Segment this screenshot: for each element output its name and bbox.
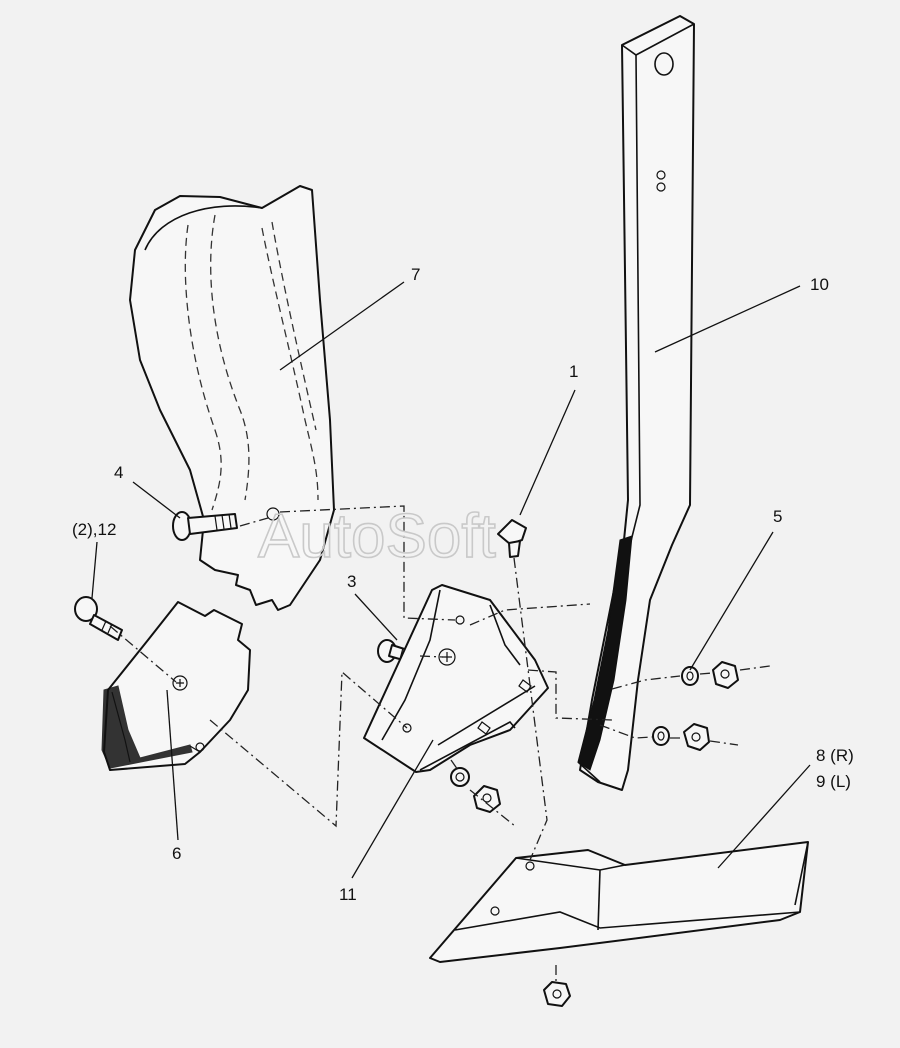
part-10-shank (577, 15, 695, 791)
callout-7: 7 (411, 265, 420, 284)
callout-3: 3 (347, 572, 356, 591)
part-7-moldboard (129, 185, 335, 611)
part-12-bolt (74, 596, 123, 641)
callout-11: 11 (339, 885, 357, 904)
callout-5: 5 (773, 507, 782, 526)
callout-6: 6 (172, 844, 181, 863)
part-1-bolt (497, 519, 527, 558)
callout-9: 9 (L) (816, 772, 851, 791)
part-5-washer-nut (652, 661, 739, 751)
leader-lines (91, 281, 811, 879)
frog-washer-nut (450, 767, 501, 813)
assembly-lines (109, 505, 771, 982)
part-8-9-share (429, 841, 809, 1007)
part-11-frog (363, 584, 549, 773)
part-4-bolt (172, 511, 238, 541)
callout-4: 4 (114, 463, 123, 482)
callout-8: 8 (R) (816, 746, 854, 765)
callout-12: (2),12 (72, 520, 116, 539)
callout-10: 10 (810, 275, 829, 294)
callout-1: 1 (569, 362, 578, 381)
part-6-shin (101, 601, 251, 771)
watermark: AutoSoft (258, 502, 496, 571)
